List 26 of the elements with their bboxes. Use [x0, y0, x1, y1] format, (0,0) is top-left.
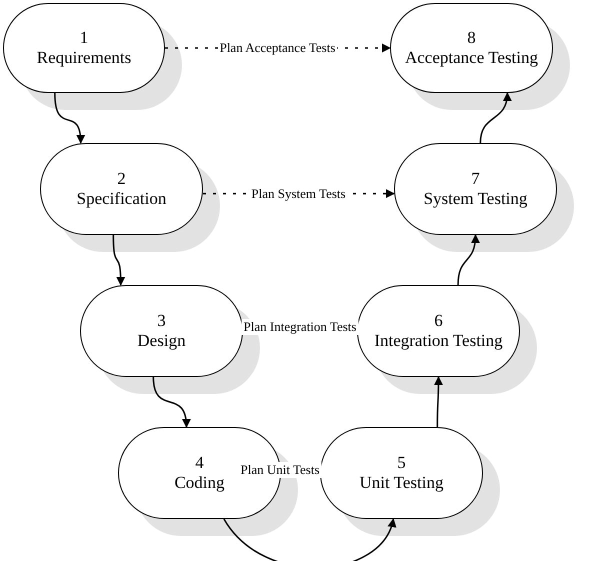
stage-number: 2: [117, 168, 126, 189]
arrow: [223, 518, 396, 561]
stage-number: 1: [80, 28, 88, 48]
arrow: [457, 234, 480, 286]
edge-label: Plan Acceptance Tests: [218, 40, 338, 56]
stage-name: Coding: [174, 473, 225, 494]
stage-name: Specification: [76, 189, 166, 210]
stage-number: 8: [467, 28, 476, 48]
stage-number: 6: [434, 310, 443, 331]
stage-name: Requirements: [36, 48, 132, 68]
stage-number: 3: [157, 310, 166, 331]
arrow: [434, 376, 443, 427]
stage-number: 5: [397, 452, 406, 473]
stage-number: 7: [471, 168, 480, 189]
stage-name: System Testing: [424, 189, 528, 210]
arrow: [112, 234, 126, 286]
stage-name: Integration Testing: [374, 331, 503, 352]
plan-label: Plan Integration Tests: [242, 319, 358, 335]
stage-number: 4: [195, 452, 204, 473]
arrow: [152, 376, 190, 428]
arrow: [54, 92, 85, 144]
stage-name: Design: [137, 331, 186, 352]
stage-name: Acceptance Testing: [404, 48, 538, 68]
plan-label: Plan Unit Tests: [238, 462, 322, 478]
arrow: [480, 92, 512, 144]
stage-name: Unit Testing: [360, 473, 444, 494]
